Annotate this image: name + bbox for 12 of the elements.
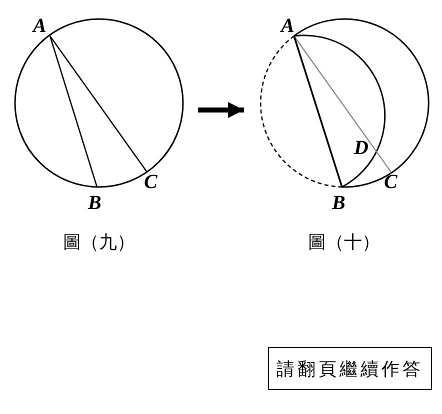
arrow (198, 102, 244, 118)
instruction-text: 請翻頁繼續作答 (276, 358, 424, 380)
point-label: A (281, 16, 294, 36)
point-label: C (384, 172, 398, 192)
figure-caption: 圖（九） (63, 233, 135, 253)
text-frame (268, 347, 432, 390)
point-label: B (88, 193, 102, 213)
point-label: D (354, 138, 368, 158)
point-label: C (144, 172, 158, 192)
point-label: B (332, 193, 346, 213)
point-label: A (33, 16, 46, 36)
figure-caption: 圖（十） (308, 233, 380, 253)
